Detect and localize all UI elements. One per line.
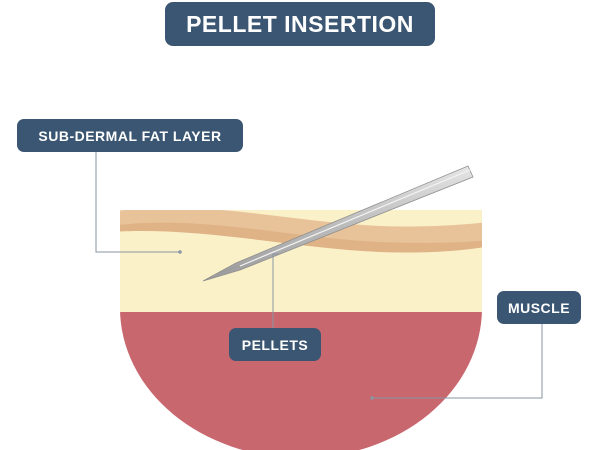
fat-layer-leader-line xyxy=(95,152,180,253)
fat-layer-label: SUB-DERMAL FAT LAYER xyxy=(17,119,243,152)
pellets-label: PELLETS xyxy=(229,328,321,361)
page-title: PELLET INSERTION xyxy=(165,2,435,46)
needle xyxy=(202,165,474,282)
pellets-leader-line xyxy=(272,253,279,328)
muscle-label: MUSCLE xyxy=(497,291,581,324)
muscle-leader-line xyxy=(372,324,543,399)
skin-layer xyxy=(120,210,482,253)
